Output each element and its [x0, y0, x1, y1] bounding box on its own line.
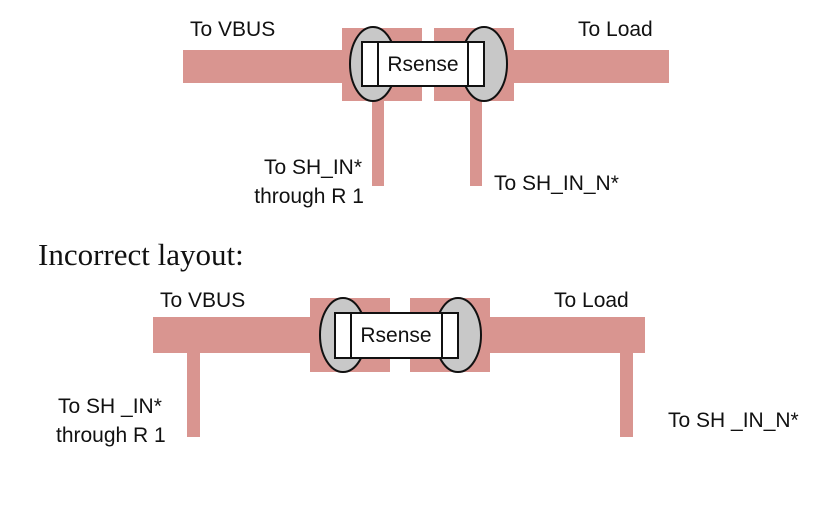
- bottom-diagram: Rsense To VBUS To Load To SH _IN* throug…: [56, 289, 799, 447]
- top-right-terminal: [467, 41, 485, 87]
- top-sh-in-n-label: To SH_IN_N*: [494, 172, 619, 195]
- top-left-terminal: [361, 41, 379, 87]
- bottom-left-terminal: [334, 312, 352, 359]
- bottom-right-terminal: [441, 312, 459, 359]
- bottom-sh-in-through-label: through R 1: [56, 424, 166, 447]
- top-sh-in-n-trace: [470, 100, 482, 186]
- incorrect-layout-heading: Incorrect layout:: [38, 237, 244, 272]
- bottom-sh-in-trace: [187, 350, 200, 437]
- bottom-sh-in-n-trace: [620, 350, 633, 437]
- top-sh-in-through-label: through R 1: [254, 185, 364, 208]
- bottom-sh-in-n-label: To SH _IN_N*: [668, 409, 799, 432]
- bottom-sh-in-label: To SH _IN*: [58, 395, 162, 418]
- top-load-label: To Load: [578, 18, 653, 41]
- top-sh-in-label: To SH_IN*: [264, 156, 362, 179]
- bottom-load-label: To Load: [554, 289, 629, 312]
- bottom-rsense-label: Rsense: [360, 324, 431, 347]
- top-vbus-label: To VBUS: [190, 18, 275, 41]
- top-sh-in-trace: [372, 100, 384, 186]
- top-rsense-label: Rsense: [387, 53, 458, 76]
- bottom-vbus-label: To VBUS: [160, 289, 245, 312]
- top-diagram: Rsense To VBUS To Load To SH_IN* through…: [183, 18, 669, 208]
